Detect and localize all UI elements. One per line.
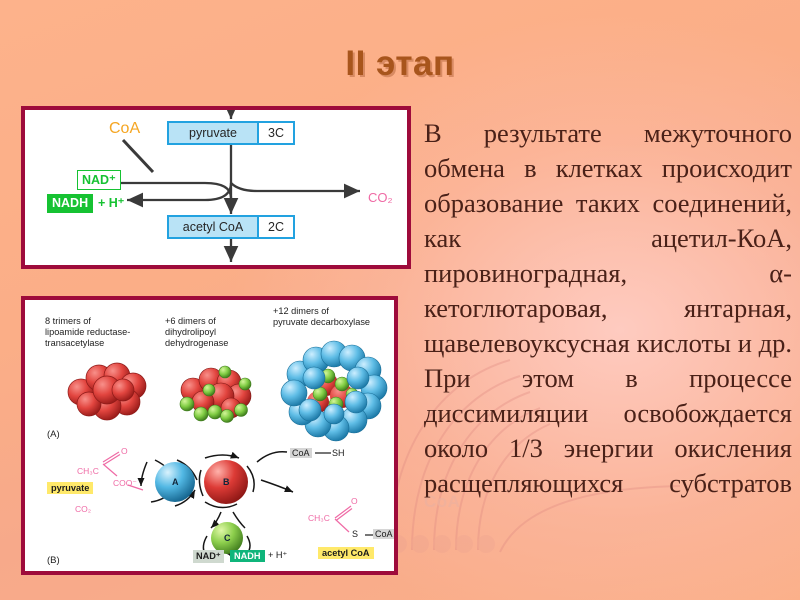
page-title: II этап (345, 44, 455, 83)
figure-pyruvate-to-acetyl-coa: pyruvate 3C acetyl CoA 2C CoA NAD⁺ NADH … (21, 106, 411, 269)
coa-sh-right-label: SH (332, 448, 345, 458)
pyruvate-formula-oxygen: O (121, 446, 128, 456)
blob-red-green-icon (179, 365, 252, 423)
co2-label: CO₂ (368, 190, 393, 205)
sphere-a-letter: A (172, 477, 179, 487)
acetyl-coa-box: acetyl CoA 2C (167, 215, 295, 239)
panel-b-nadh-label: NADH (230, 550, 265, 562)
panel-b-nad-plus-label: NAD⁺ (193, 550, 224, 563)
panel-b-h-plus-label: + H⁺ (268, 550, 288, 560)
acetyl-coa-label: acetyl CoA (182, 220, 244, 234)
panel-b-acetyl-coa-tag: acetyl CoA (318, 547, 374, 559)
h-plus-label: + H⁺ (98, 196, 125, 210)
caption-pyruvate-decarboxylase: +12 dimers of pyruvate decarboxylase (273, 306, 371, 327)
panel-b-pyruvate-tag: pyruvate (47, 482, 94, 494)
caption-dihydrolipoyl-dehydrogenase: +6 dimers of dihydrolipoyl dehydrogenase (165, 316, 229, 348)
pyruvate-carbon-count: 3C (257, 123, 293, 143)
sphere-b-letter: B (223, 477, 230, 487)
blob-blue-shell-icon (280, 340, 388, 442)
sphere-a-icon (155, 462, 195, 502)
sphere-b-icon (204, 460, 248, 504)
pyruvate-label: pyruvate (189, 126, 237, 140)
acetyl-formula-ch3c: CH₃C (308, 513, 330, 523)
coa-sh-left-label: CoA (290, 448, 312, 458)
blob-red-core-icon (67, 362, 147, 421)
acetyl-formula-sulfur: S (352, 529, 359, 539)
pyruvate-pathway-arrows (109, 110, 360, 262)
nadh-label: NADH (47, 194, 94, 213)
body-paragraph: В результате межуточного обмена в клетка… (424, 118, 792, 498)
acetyl-formula-oxygen: O (351, 496, 358, 506)
panel-b-reaction-arrows (102, 450, 377, 557)
pyruvate-formula-carboxyl: COO⁻ (113, 478, 137, 488)
coa-label: CoA (109, 120, 141, 137)
nad-plus-label: NAD⁺ (77, 170, 121, 190)
figure-pyruvate-dehydrogenase-complex: 8 trimers of lipoamide reductase- transa… (21, 296, 398, 575)
panel-b-letter: (B) (47, 555, 60, 566)
sphere-c-letter: C (224, 533, 231, 543)
pyruvate-box: pyruvate 3C (167, 121, 295, 145)
acetyl-formula-coa: CoA (373, 529, 394, 539)
pyruvate-formula-ch3c: CH₃C (77, 466, 99, 476)
caption-lipoamide-reductase: 8 trimers of lipoamide reductase- transa… (45, 316, 131, 348)
sphere-c-icon (211, 522, 243, 554)
acetyl-coa-carbon-count: 2C (257, 217, 293, 237)
panel-b-co2-label: CO₂ (75, 504, 92, 514)
panel-a-letter: (A) (47, 429, 60, 440)
